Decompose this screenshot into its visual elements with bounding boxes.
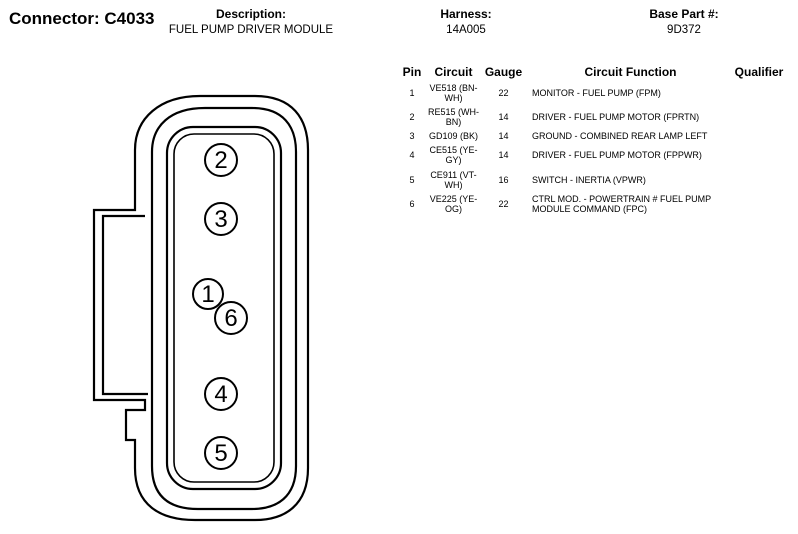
circuit-function: MONITOR - FUEL PUMP (FPM) xyxy=(532,88,661,99)
harness-label: Harness: xyxy=(440,7,492,21)
connector-inner-wall xyxy=(150,106,298,511)
table-row: 2 RE515 (WH-BN) 14 DRIVER - FUEL PUMP MO… xyxy=(398,107,789,131)
circuit-id: CE515 (YE-GY) xyxy=(429,145,478,166)
description-label: Description: xyxy=(215,7,286,21)
qualifier xyxy=(729,194,789,218)
pin-circle-3 xyxy=(204,202,238,236)
function-column-header: Circuit Function xyxy=(584,65,677,79)
description-value: FUEL PUMP DRIVER MODULE xyxy=(168,24,334,36)
pin-number: 3 xyxy=(409,131,415,142)
table-row: 6 VE225 (YE-OG) 22 CTRL MOD. - POWERTRAI… xyxy=(398,194,789,218)
pin-number: 2 xyxy=(409,112,415,123)
pin-label-4: 4 xyxy=(214,381,227,408)
table-row: 3 GD109 (BK) 14 GROUND - COMBINED REAR L… xyxy=(398,131,789,145)
pin-label-1: 1 xyxy=(201,281,214,308)
pin-label-3: 3 xyxy=(214,206,227,233)
circuit-function: CTRL MOD. - POWERTRAIN # FUEL PUMP MODUL… xyxy=(532,193,712,214)
qualifier xyxy=(729,83,789,107)
wire-gauge: 22 xyxy=(498,198,509,209)
wire-gauge: 14 xyxy=(498,112,509,123)
circuit-function: GROUND - COMBINED REAR LAMP LEFT xyxy=(532,131,708,142)
qualifier xyxy=(729,145,789,169)
table-row: 5 CE911 (VT-WH) 16 SWITCH - INERTIA (VPW… xyxy=(398,170,789,194)
wire-gauge: 22 xyxy=(498,88,509,99)
pin-circle-6 xyxy=(214,301,248,335)
pin-label-5: 5 xyxy=(214,440,227,467)
circuit-function: SWITCH - INERTIA (VPWR) xyxy=(532,174,646,185)
table-row: 4 CE515 (YE-GY) 14 DRIVER - FUEL PUMP MO… xyxy=(398,145,789,169)
connector-pin-cavity xyxy=(165,125,283,491)
wire-gauge: 14 xyxy=(498,150,509,161)
qualifier xyxy=(729,131,789,145)
pin-circle-2 xyxy=(204,143,238,177)
base-part-label: Base Part #: xyxy=(649,7,719,21)
circuit-function: DRIVER - FUEL PUMP MOTOR (FPRTN) xyxy=(532,112,700,123)
pin-circle-5 xyxy=(204,436,238,470)
connector-pin-cavity-inner xyxy=(173,133,275,483)
gauge-column-header: Gauge xyxy=(484,65,523,79)
pin-label-2: 2 xyxy=(214,147,227,174)
circuit-id: VE518 (BN-WH) xyxy=(429,83,478,104)
connector-title: Connector: C4033 xyxy=(9,9,155,28)
pin-column-header: Pin xyxy=(402,65,422,79)
harness-value: 14A005 xyxy=(446,24,486,36)
pin-circle-4 xyxy=(204,377,238,411)
qualifier-column-header: Qualifier xyxy=(734,65,784,79)
pin-number: 5 xyxy=(409,174,415,185)
connector-housing-outline xyxy=(92,94,310,522)
circuit-id: CE911 (VT-WH) xyxy=(430,169,477,190)
wire-gauge: 16 xyxy=(498,174,509,185)
circuit-column-header: Circuit xyxy=(434,65,473,79)
circuit-id: VE225 (YE-OG) xyxy=(429,193,478,214)
qualifier xyxy=(729,170,789,194)
pin-circle-1 xyxy=(192,278,224,310)
connector-latch-outline xyxy=(101,214,148,396)
table-row: 1 VE518 (BN-WH) 22 MONITOR - FUEL PUMP (… xyxy=(398,83,789,107)
pinout-table: Pin Circuit Gauge Circuit Function Quali… xyxy=(398,65,789,218)
pinout-header-row: Pin Circuit Gauge Circuit Function Quali… xyxy=(398,65,789,83)
qualifier xyxy=(729,107,789,131)
base-part-value: 9D372 xyxy=(667,24,701,36)
circuit-function: DRIVER - FUEL PUMP MOTOR (FPPWR) xyxy=(532,150,702,161)
wire-gauge: 14 xyxy=(498,131,509,142)
pin-label-6: 6 xyxy=(224,305,237,332)
pin-number: 6 xyxy=(409,198,415,209)
circuit-id: RE515 (WH-BN) xyxy=(427,107,479,128)
pin-number: 1 xyxy=(409,88,415,99)
pin-number: 4 xyxy=(409,150,415,161)
circuit-id: GD109 (BK) xyxy=(428,131,479,142)
